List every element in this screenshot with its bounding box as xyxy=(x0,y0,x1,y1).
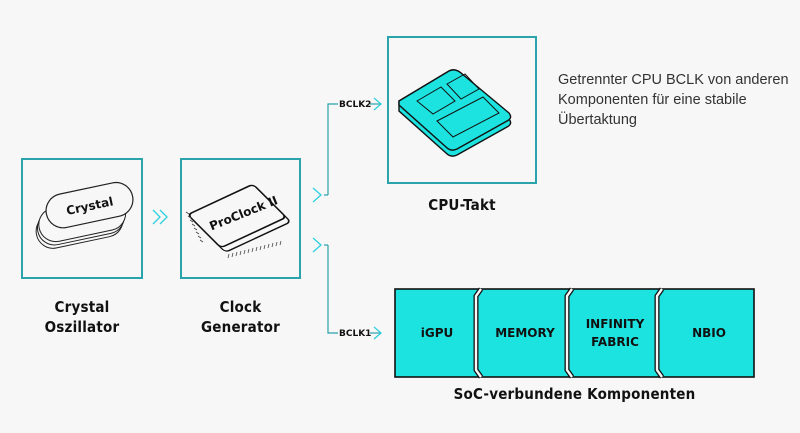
double-chevron-right-icon xyxy=(152,209,168,225)
cpu-chip-icon xyxy=(398,69,512,157)
soc-block: iGPU MEMORY INFINITY FABRIC NBIO xyxy=(394,287,755,379)
bclk1-label: BCLK1 xyxy=(339,329,371,339)
clock-generator-label: Clock Generator xyxy=(180,297,301,337)
label-line: Crystal xyxy=(54,298,110,316)
chevron-right-icon xyxy=(373,97,382,111)
soc-segment-fabric: FABRIC xyxy=(591,335,639,349)
crystal-oscillator-label: Crystal Oszillator xyxy=(21,297,143,337)
description-line: Komponenten für eine stabile xyxy=(558,92,747,108)
soc-segment-igpu: iGPU xyxy=(421,326,454,340)
description-line: Übertaktung xyxy=(558,112,637,128)
soc-segment-infinity: INFINITY xyxy=(586,317,645,331)
crystal-icon: Crystal xyxy=(35,181,134,249)
chevron-right-icon xyxy=(373,326,382,340)
chip-pins xyxy=(185,211,282,259)
soc-label: SoC-verbundene Komponenten xyxy=(453,385,696,403)
label-line: Generator xyxy=(201,318,280,336)
cpu-clock-label: CPU-Takt xyxy=(428,196,496,214)
label-line: Clock xyxy=(219,298,262,316)
label-line: Oszillator xyxy=(44,318,120,336)
soc-segment-nbio: NBIO xyxy=(692,326,726,340)
chevron-right-icon xyxy=(312,237,322,253)
description-line: Getrennter CPU BCLK von anderen xyxy=(558,72,789,88)
chevron-right-icon xyxy=(312,187,322,203)
soc-segment-memory: MEMORY xyxy=(495,326,555,340)
clock-chip-icon: ProClock II xyxy=(185,184,290,259)
bclk2-label: BCLK2 xyxy=(339,100,371,110)
description-text: Getrennter CPU BCLK von anderen Komponen… xyxy=(558,70,798,130)
connector-lines xyxy=(324,103,380,334)
